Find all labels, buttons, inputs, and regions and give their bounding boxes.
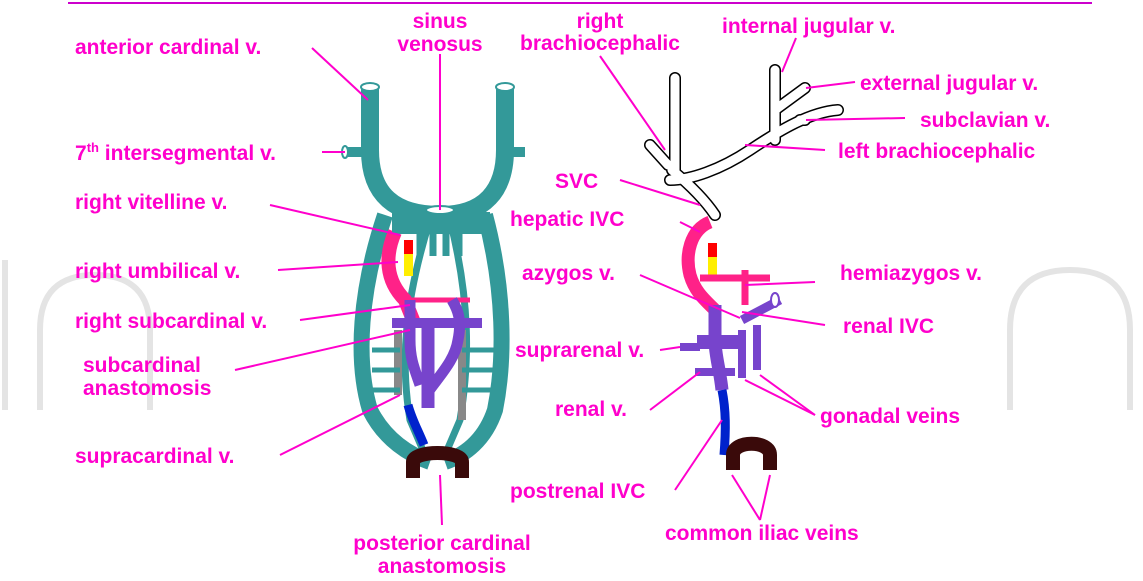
- left-renal-vein-end: [771, 293, 779, 307]
- hepatic-ivc-red-segment: [708, 243, 717, 257]
- label-svc: SVC: [555, 170, 598, 193]
- anterior-cardinal-left-end: [496, 83, 514, 91]
- label-posterior-cardinal-line2: anastomosis: [378, 555, 506, 578]
- label-azygos: azygos v.: [522, 262, 615, 285]
- label-left-brachiocephalic: left brachiocephalic: [838, 140, 1036, 163]
- label-renal: renal v.: [555, 398, 627, 421]
- hepatic-segment-red: [404, 240, 413, 254]
- sinus-venosus: [392, 212, 490, 234]
- postrenal-ivc-vessel: [722, 390, 725, 455]
- label-right-subcardinal: right subcardinal v.: [75, 310, 267, 333]
- anterior-cardinal-u: [370, 88, 505, 215]
- renal-vein-block: [697, 335, 739, 349]
- label-external-jugular: external jugular v.: [860, 72, 1038, 95]
- right-subcardinal-vein: [410, 300, 420, 385]
- label-sinus-venosus-line2: venosus: [397, 33, 482, 56]
- label-supracardinal: supracardinal v.: [75, 445, 235, 468]
- label-common-iliac: common iliac veins: [665, 522, 859, 545]
- anterior-cardinal-right-end: [361, 83, 379, 91]
- label-anterior-cardinal: anterior cardinal v.: [75, 36, 261, 59]
- subcardinal-anastomosis: [392, 318, 482, 328]
- label-intersegmental: 7th intersegmental v.: [75, 140, 276, 165]
- label-right-umbilical: right umbilical v.: [75, 260, 240, 283]
- label-subcardinal-anastomosis-line1: subcardinal: [83, 354, 201, 377]
- label-internal-jugular: internal jugular v.: [722, 15, 895, 38]
- label-suprarenal: suprarenal v.: [515, 339, 644, 362]
- common-iliac-vessel: [733, 444, 770, 470]
- label-right-brachiocephalic-line1: right: [577, 10, 624, 33]
- label-postrenal-ivc: postrenal IVC: [510, 480, 645, 503]
- label-hemiazygos: hemiazygos v.: [840, 262, 982, 285]
- hepatic-ivc-yellow-segment: [708, 257, 717, 277]
- label-subcardinal-anastomosis-line2: anastomosis: [83, 377, 211, 400]
- label-sinus-venosus-line1: sinus: [413, 10, 468, 33]
- label-right-vitelline: right vitelline v.: [75, 191, 227, 214]
- label-hepatic-ivc: hepatic IVC: [510, 208, 624, 231]
- label-renal-ivc: renal IVC: [843, 315, 934, 338]
- label-subclavian: subclavian v.: [920, 109, 1050, 132]
- label-right-brachiocephalic-line2: brachiocephalic: [520, 32, 680, 55]
- brachiocephalic-fill: [650, 70, 838, 215]
- labels: anterior cardinal v. sinus venosus 7th i…: [75, 10, 1050, 578]
- embryonic-venous-system: [342, 83, 525, 478]
- label-gonadal: gonadal veins: [820, 405, 960, 428]
- hepatic-segment-yellow: [404, 254, 413, 276]
- label-posterior-cardinal-line1: posterior cardinal: [353, 532, 530, 555]
